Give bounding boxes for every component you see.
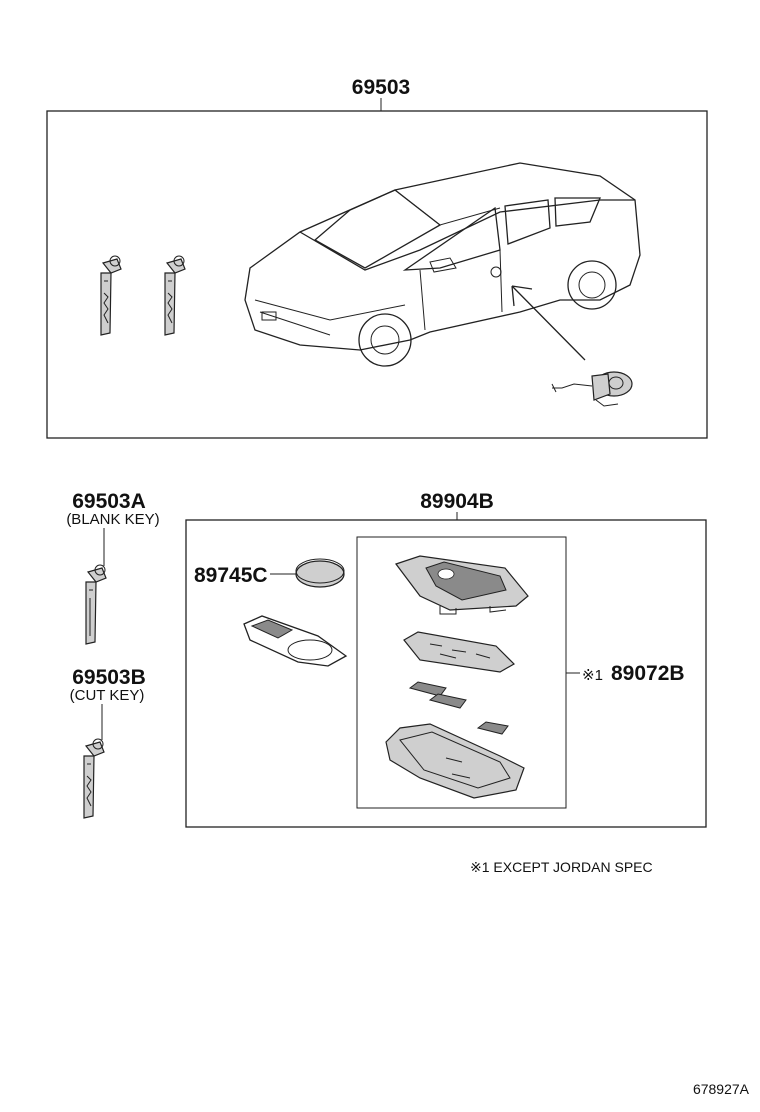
housing-note-mark: ※1 xyxy=(582,667,603,684)
illustration-id: 678927A xyxy=(693,1081,750,1097)
key-fob-cover-icon xyxy=(395,555,529,615)
part-label-89904b[interactable]: 89904B xyxy=(420,490,494,513)
part-label-69503b[interactable]: 69503B xyxy=(72,666,146,689)
key-icon xyxy=(85,564,107,645)
part-label-89745c[interactable]: 89745C xyxy=(194,564,268,587)
door-lock-cylinder-icon xyxy=(551,371,633,407)
part-label-69503[interactable]: 69503 xyxy=(352,76,410,99)
blank-key-description: (BLANK KEY) xyxy=(66,511,159,528)
key-icon xyxy=(164,255,186,336)
gasket-icon xyxy=(243,615,348,667)
button-parts-icon xyxy=(408,681,509,735)
footnote-except-jordan: ※1 EXCEPT JORDAN SPEC xyxy=(470,859,653,875)
circuit-board-icon xyxy=(403,631,515,673)
key-icon xyxy=(83,738,105,819)
cut-key-description: (CUT KEY) xyxy=(70,687,145,704)
key-fob-case-icon xyxy=(385,723,525,799)
transmitter-frame xyxy=(185,519,707,828)
kit-frame xyxy=(46,110,708,439)
part-label-69503a[interactable]: 69503A xyxy=(72,490,146,513)
part-label-89072b[interactable]: 89072B xyxy=(611,662,685,685)
battery-icon xyxy=(295,558,345,588)
car-illustration xyxy=(244,162,641,367)
key-icon xyxy=(100,255,122,336)
arrow-to-lock-cylinder xyxy=(511,285,586,361)
